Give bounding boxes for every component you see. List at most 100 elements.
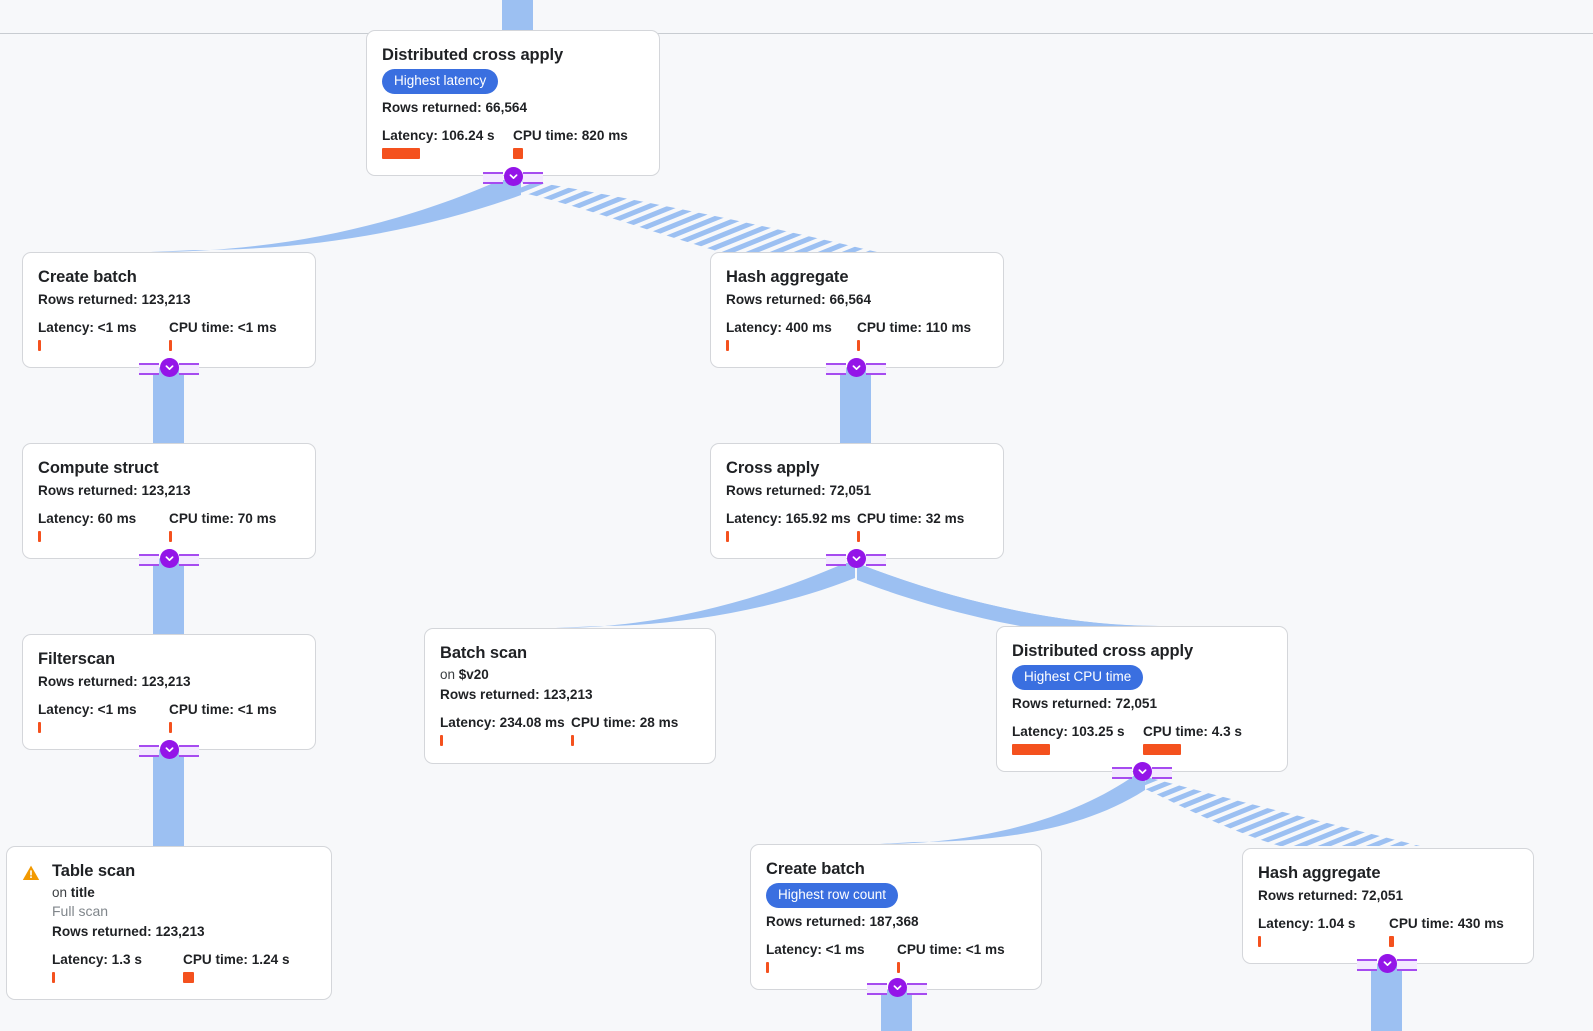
latency-metric: Latency: 400 ms bbox=[726, 320, 857, 351]
chevron-down-icon[interactable] bbox=[159, 357, 179, 377]
collapse-handle-distributed-cross-apply[interactable] bbox=[1112, 761, 1172, 781]
latency-label: Latency: 60 ms bbox=[38, 511, 137, 526]
cpu-time-metric: CPU time: 28 ms bbox=[571, 715, 678, 746]
cpu-time-label: CPU time: 110 ms bbox=[857, 320, 972, 335]
chevron-down-icon[interactable] bbox=[1377, 953, 1397, 973]
latency-metric: Latency: 165.92 ms bbox=[726, 511, 857, 542]
latency-bar bbox=[38, 531, 41, 542]
rows-returned: Rows returned: 123,213 bbox=[38, 292, 191, 307]
collapse-handle-cross-apply[interactable] bbox=[826, 548, 886, 568]
latency-metric: Latency: <1 ms bbox=[38, 320, 169, 351]
cpu-time-bar bbox=[169, 722, 172, 733]
latency-metric: Latency: 106.24 s bbox=[382, 128, 513, 159]
chevron-down-icon[interactable] bbox=[846, 548, 866, 568]
handle-track-left bbox=[483, 172, 503, 184]
node-title: Create batch bbox=[38, 268, 137, 286]
cpu-time-bar bbox=[857, 340, 860, 351]
node-title: Create batch bbox=[766, 860, 865, 878]
edge-cross-apply-to-distributed bbox=[857, 563, 1160, 626]
cpu-time-metric: CPU time: <1 ms bbox=[897, 942, 1005, 973]
latency-metric: Latency: 234.08 ms bbox=[440, 715, 571, 746]
chevron-down-icon[interactable] bbox=[887, 977, 907, 997]
latency-bar bbox=[38, 722, 41, 733]
status-badge: Highest latency bbox=[382, 69, 499, 94]
collapse-handle-hash-aggregate-upper[interactable] bbox=[826, 357, 886, 377]
latency-label: Latency: 234.08 ms bbox=[440, 715, 565, 730]
handle-track-right bbox=[179, 363, 199, 375]
top-divider bbox=[0, 33, 1593, 34]
cpu-time-bar bbox=[169, 340, 172, 351]
collapse-handle-create-batch-bottom[interactable] bbox=[867, 977, 927, 997]
edge-incoming-root bbox=[502, 0, 533, 34]
chevron-down-icon[interactable] bbox=[159, 548, 179, 568]
handle-track-right bbox=[179, 745, 199, 757]
node-title: Filterscan bbox=[38, 650, 115, 668]
on-target-name: title bbox=[70, 885, 95, 900]
cpu-time-metric: CPU time: 4.3 s bbox=[1143, 724, 1242, 755]
node-title: Table scan bbox=[52, 862, 136, 880]
on-prefix: on bbox=[440, 667, 459, 682]
on-target-name: $v20 bbox=[458, 667, 489, 682]
edge-distributed-to-create-batch bbox=[880, 775, 1145, 844]
cpu-time-label: CPU time: 1.24 s bbox=[183, 952, 290, 967]
latency-label: Latency: <1 ms bbox=[38, 320, 137, 335]
cpu-time-bar bbox=[857, 531, 860, 542]
cpu-time-bar bbox=[897, 962, 900, 973]
collapse-handle-create-batch-left[interactable] bbox=[139, 357, 199, 377]
collapse-handle-root[interactable] bbox=[483, 166, 543, 186]
handle-track-right bbox=[866, 554, 886, 566]
collapse-handle-compute-struct[interactable] bbox=[139, 548, 199, 568]
latency-bar bbox=[766, 962, 769, 973]
latency-metric: Latency: 1.3 s bbox=[52, 952, 183, 983]
rows-returned: Rows returned: 72,051 bbox=[726, 483, 872, 498]
chevron-down-icon[interactable] bbox=[503, 166, 523, 186]
node-title: Compute struct bbox=[38, 459, 159, 477]
latency-bar bbox=[382, 148, 420, 159]
node-title: Hash aggregate bbox=[1258, 864, 1381, 882]
chevron-down-icon[interactable] bbox=[846, 357, 866, 377]
latency-bar bbox=[38, 340, 41, 351]
scan-type: Full scan bbox=[52, 903, 109, 919]
latency-bar bbox=[726, 531, 729, 542]
chevron-down-icon[interactable] bbox=[1132, 761, 1152, 781]
cpu-time-label: CPU time: 820 ms bbox=[513, 128, 628, 143]
edge-root-to-hash-aggregate bbox=[519, 180, 877, 252]
chevron-down-icon[interactable] bbox=[159, 739, 179, 759]
latency-bar bbox=[726, 340, 729, 351]
edge-distributed-to-hash-aggregate bbox=[1143, 777, 1420, 846]
rows-returned: Rows returned: 72,051 bbox=[1258, 888, 1404, 903]
collapse-handle-hash-aggregate-lower[interactable] bbox=[1357, 953, 1417, 973]
node-title: Hash aggregate bbox=[726, 268, 849, 286]
collapse-handle-filterscan[interactable] bbox=[139, 739, 199, 759]
handle-track-left bbox=[139, 745, 159, 757]
latency-label: Latency: <1 ms bbox=[766, 942, 865, 957]
handle-track-left bbox=[867, 983, 887, 995]
cpu-time-metric: CPU time: 820 ms bbox=[513, 128, 628, 159]
handle-track-left bbox=[139, 363, 159, 375]
cpu-time-label: CPU time: 32 ms bbox=[857, 511, 965, 526]
rows-returned: Rows returned: 72,051 bbox=[1012, 696, 1158, 711]
rows-returned: Rows returned: 66,564 bbox=[382, 100, 528, 115]
rows-returned: Rows returned: 123,213 bbox=[52, 924, 205, 939]
status-badge: Highest row count bbox=[766, 883, 899, 908]
edge-root-to-create-batch bbox=[150, 180, 521, 252]
rows-returned: Rows returned: 123,213 bbox=[38, 674, 191, 689]
cpu-time-metric: CPU time: 32 ms bbox=[857, 511, 964, 542]
